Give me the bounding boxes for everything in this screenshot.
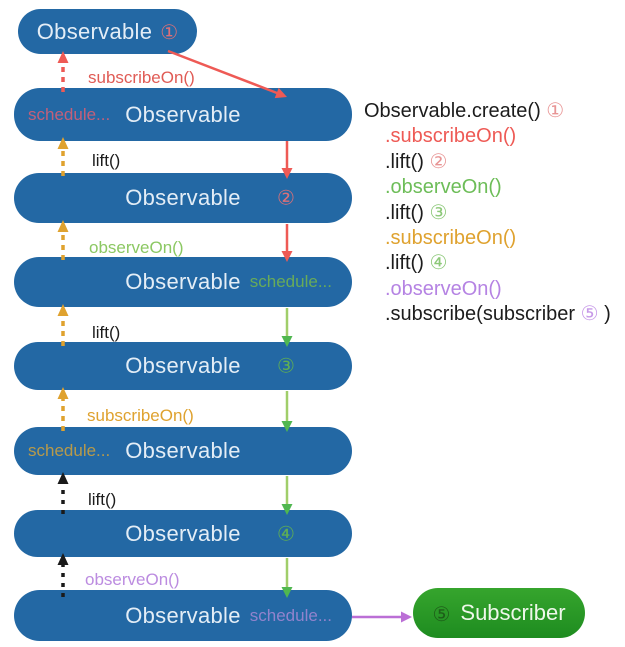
observable-box-8: Observable schedule... [14,590,352,641]
observable-label: Observable [125,353,241,378]
arrow-up-subscribeon-orange [57,387,69,431]
sequence-badge-1: ① [160,22,179,44]
sequence-badge-4: ④ [277,523,295,545]
arrow-up-observeon-orange [57,220,69,260]
scheduler-text: schedule... [249,272,332,291]
code-listing: Observable.create() ① .subscribeOn() .li… [364,99,611,328]
observable-box-4: Observable schedule... [14,257,352,307]
edge-label-subscribeon-orange: subscribeOn() [87,406,194,425]
subscriber-box: ⑤ Subscriber [413,588,585,638]
edge-label-observeon-purple: observeOn() [85,570,180,589]
edge-label-observeon-green: observeOn() [89,238,184,257]
observable-label: Observable [125,269,241,294]
observable-label: Observable [125,101,241,127]
observable-label: Observable [125,185,241,210]
scheduler-text: schedule... [28,441,111,460]
sequence-badge-2: ② [277,187,295,210]
edge-label-subscribeon-red: subscribeOn() [88,68,195,87]
code-line-subscribe: .subscribe(subscriber ⑤ ) [385,303,611,326]
arrow-down-green-2 [281,391,293,432]
scheduler-text: schedule... [28,104,111,124]
observable-label: Observable [36,18,153,44]
arrow-up-subscribeon-red [57,51,69,92]
code-line-lift-1: .lift() ② [385,150,448,173]
arrow-up-lift-orange-1 [57,137,69,176]
observable-label: Observable [125,520,241,546]
edge-label-lift-2: lift() [92,323,121,342]
observable-box-7: Observable ④ [14,510,352,557]
arrow-up-lift-black [57,472,69,514]
observable-box-3: Observable ② [14,173,352,223]
edge-label-lift-3: lift() [88,490,117,509]
observable-label: Observable [125,602,241,628]
code-line-subscribeon-1: .subscribeOn() [385,125,517,148]
observable-box-5: Observable ③ [14,342,352,390]
sequence-badge-3: ③ [277,355,295,378]
code-line-observeon-2: .observeOn() [385,277,502,300]
arrow-up-lift-orange-2 [57,304,69,346]
observable-box-1: Observable ① [18,9,197,54]
code-badge-5: ⑤ [580,303,599,326]
code-line-subscribeon-2: .subscribeOn() [385,227,517,250]
observable-box-2: schedule... Observable [14,88,352,141]
code-badge-2: ② [429,150,448,173]
code-line-observeon-1: .observeOn() [385,176,502,199]
sequence-badge-5: ⑤ [432,603,451,626]
code-badge-1: ① [546,100,565,122]
subscriber-label: Subscriber [460,600,566,625]
code-line-lift-3: .lift() ④ [385,252,448,275]
observable-label: Observable [125,438,241,463]
code-badge-4: ④ [429,252,448,275]
code-line-lift-2: .lift() ③ [385,201,448,224]
code-badge-3: ③ [429,201,448,224]
edge-label-lift-1: lift() [92,151,121,170]
observable-box-6: schedule... Observable [14,427,352,475]
scheduler-text: schedule... [249,605,332,625]
arrow-right-subscribe-purple [352,611,412,623]
code-line-create: Observable.create() ① [364,100,565,122]
